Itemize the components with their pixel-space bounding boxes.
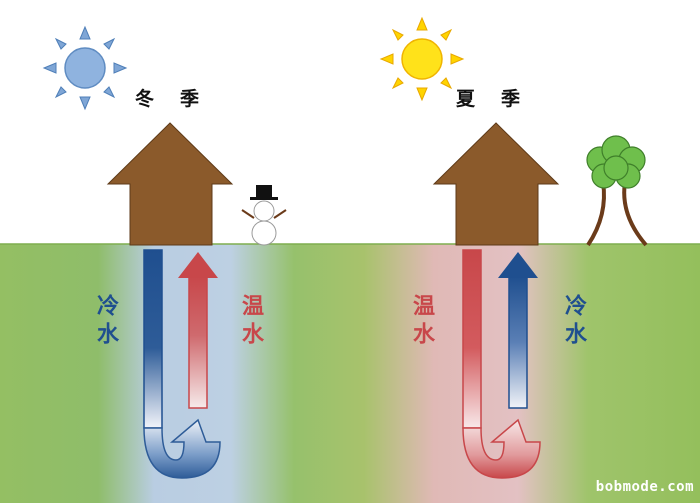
winter-loop bbox=[143, 249, 221, 479]
summer-sun-icon bbox=[379, 16, 465, 102]
summer-cold-pipe bbox=[508, 275, 528, 409]
winter-warm-arrowhead bbox=[178, 252, 218, 278]
winter-season-label: 冬季 bbox=[135, 88, 226, 110]
ground bbox=[0, 244, 700, 503]
summer-warm-water-label: 温水 bbox=[409, 294, 434, 350]
summer-loop bbox=[462, 249, 541, 479]
summer-warm-pipe bbox=[462, 249, 482, 429]
winter-warm-water-label: 温水 bbox=[238, 294, 263, 350]
winter-house-icon bbox=[106, 122, 234, 246]
winter-cold-pipe bbox=[143, 249, 163, 429]
watermark: bobmode.com bbox=[595, 479, 694, 495]
summer-uturn bbox=[462, 418, 541, 479]
summer-season-label: 夏季 bbox=[456, 88, 547, 110]
summer-cold-arrowhead bbox=[498, 252, 538, 278]
tree-icon bbox=[586, 135, 648, 247]
winter-warm-pipe bbox=[188, 275, 208, 409]
summer-house-icon bbox=[432, 122, 560, 246]
winter-sun-icon bbox=[42, 25, 128, 111]
snowman-icon bbox=[241, 185, 287, 246]
summer-cold-water-label: 冷水 bbox=[561, 294, 586, 350]
winter-cold-water-label: 冷水 bbox=[93, 294, 118, 350]
winter-uturn bbox=[143, 418, 221, 479]
